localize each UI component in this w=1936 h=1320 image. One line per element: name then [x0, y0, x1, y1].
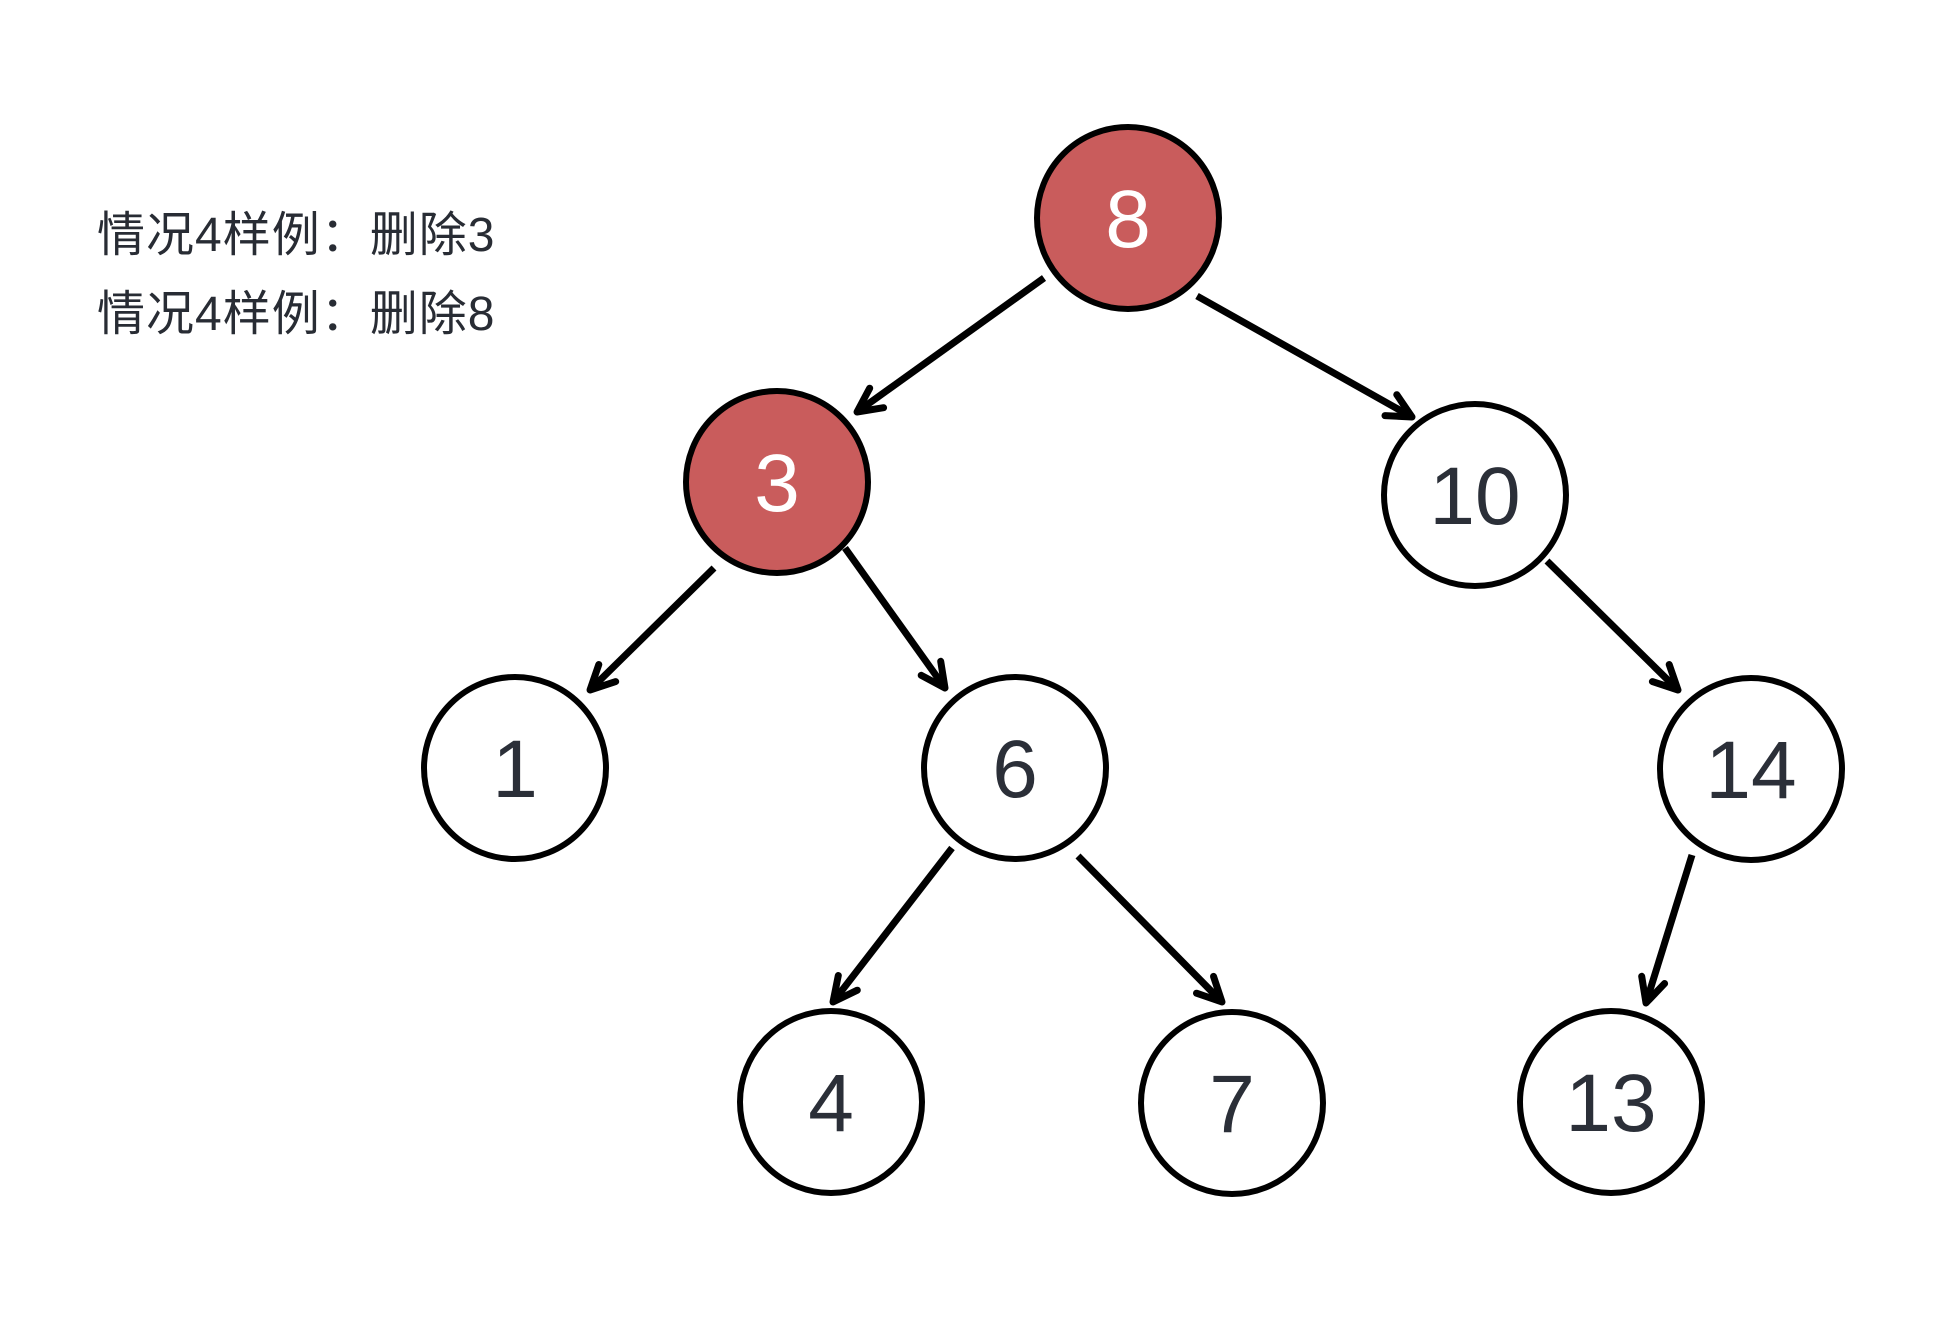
edge-3-1	[586, 565, 717, 694]
node-circle-13	[1517, 1008, 1705, 1196]
edge-line	[1642, 853, 1696, 1005]
tree-node-3: 3	[683, 388, 871, 576]
arrowhead-icon	[917, 657, 949, 692]
edge-6-4	[829, 845, 955, 1006]
node-circle-1	[421, 674, 609, 862]
edge-line	[587, 565, 717, 693]
tree-node-4: 4	[737, 1008, 925, 1196]
nodes-layer: 8 3 10 1 6 14 4 7 13	[421, 124, 1845, 1197]
edge-3-6	[842, 545, 949, 692]
tree-node-13: 13	[1517, 1008, 1705, 1196]
node-circle-6	[921, 674, 1109, 862]
tree-node-8: 8	[1034, 124, 1222, 312]
tree-node-10: 10	[1381, 401, 1569, 589]
edge-10-14	[1544, 558, 1682, 694]
node-label-13: 13	[1565, 1058, 1656, 1149]
node-circle-14	[1657, 675, 1845, 863]
arrowhead-icon	[853, 384, 888, 416]
edge-line	[1544, 558, 1681, 693]
edge-line	[1195, 292, 1414, 421]
annotation-line-1: 情况4样例：删除3	[97, 209, 496, 262]
edge-line	[854, 275, 1047, 415]
edge-line	[842, 545, 948, 691]
node-circle-7	[1138, 1009, 1326, 1197]
node-label-8: 8	[1105, 174, 1151, 265]
edge-line	[1075, 853, 1225, 1005]
node-label-14: 14	[1705, 725, 1796, 816]
node-label-10: 10	[1429, 451, 1520, 542]
tree-node-14: 14	[1657, 675, 1845, 863]
edges-layer	[586, 275, 1696, 1007]
node-label-7: 7	[1209, 1059, 1255, 1150]
node-circle-4	[737, 1008, 925, 1196]
arrowhead-icon	[829, 972, 861, 1006]
edge-8-10	[1195, 292, 1416, 421]
node-label-3: 3	[754, 438, 800, 529]
tree-node-6: 6	[921, 674, 1109, 862]
tree-node-1: 1	[421, 674, 609, 862]
annotations: 情况4样例：删除3 情况4样例：删除8	[97, 206, 495, 364]
arrowhead-icon	[586, 661, 620, 694]
edge-8-3	[853, 275, 1047, 416]
edge-14-13	[1638, 853, 1696, 1007]
node-circle-10	[1381, 401, 1569, 589]
edge-line	[830, 845, 955, 1005]
node-circle-8	[1034, 124, 1222, 312]
arrowhead-icon	[1193, 972, 1226, 1006]
arrowhead-icon	[1381, 391, 1416, 421]
arrowhead-icon	[1648, 661, 1682, 694]
node-label-4: 4	[808, 1058, 854, 1149]
annotation-line-2: 情况4样例：删除8	[97, 288, 496, 341]
node-label-1: 1	[492, 724, 538, 815]
arrowhead-icon	[1638, 972, 1669, 1007]
node-label-6: 6	[992, 724, 1038, 815]
tree-node-7: 7	[1138, 1009, 1326, 1197]
node-circle-3	[683, 388, 871, 576]
edge-6-7	[1075, 853, 1226, 1006]
